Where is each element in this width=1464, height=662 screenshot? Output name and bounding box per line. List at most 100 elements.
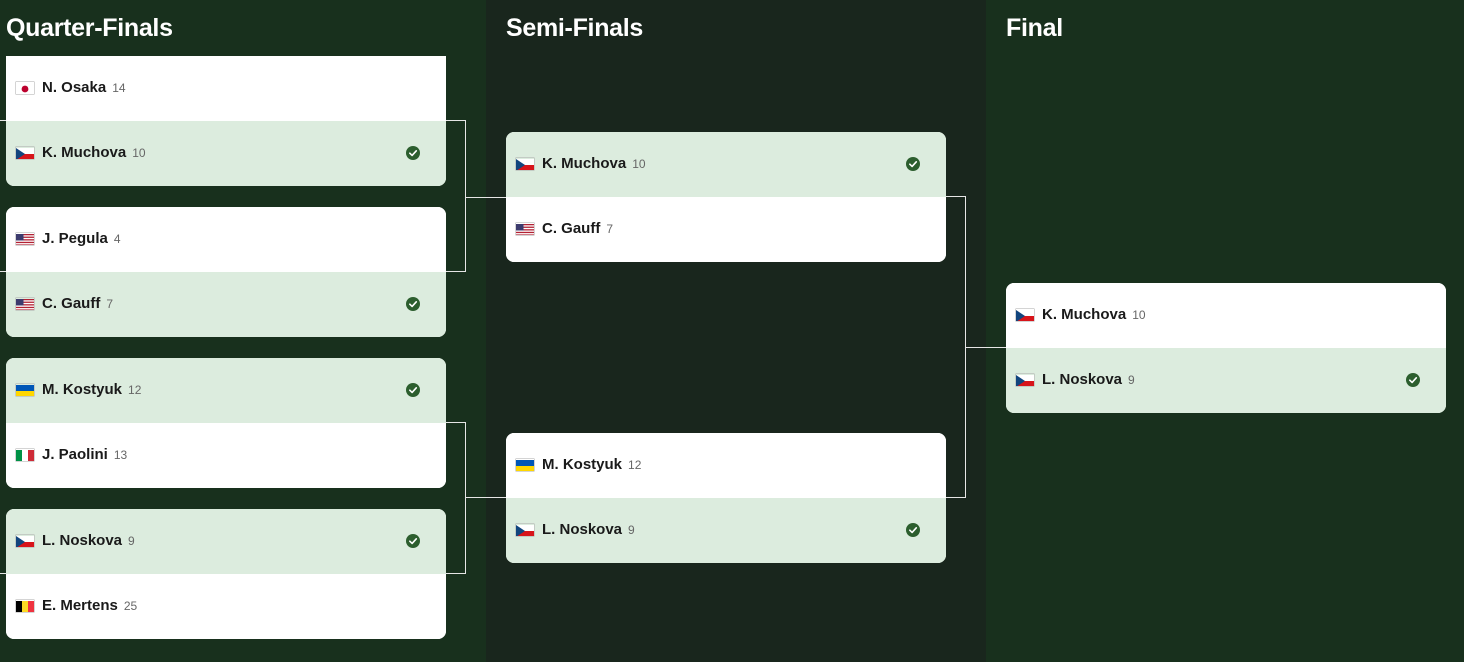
match-card-qf1[interactable]: N. Osaka 14 K. Muchova 10 — [6, 56, 446, 186]
player-name: K. Muchova 10 — [1042, 306, 1146, 323]
match-card-sf2[interactable]: M. Kostyuk 12 L. Noskova 9 — [506, 433, 946, 563]
connector-sf2-right — [946, 497, 966, 498]
player-name-text: C. Gauff — [542, 220, 601, 237]
player-seed: 4 — [113, 232, 121, 246]
player-name-text: K. Muchova — [1042, 306, 1127, 323]
player-seed: 7 — [606, 222, 614, 236]
player-name: M. Kostyuk 12 — [542, 456, 641, 473]
player-seed: 13 — [113, 448, 128, 462]
player-name: C. Gauff 7 — [542, 220, 613, 237]
winner-check-icon — [406, 534, 420, 548]
connector-qf2-right — [446, 271, 466, 272]
connector-qf1-right — [446, 120, 466, 121]
player-row[interactable]: K. Muchova 10 — [6, 121, 446, 186]
player-seed: 9 — [628, 523, 635, 537]
player-name: L. Noskova 9 — [42, 532, 135, 549]
player-name-text: J. Pegula — [42, 230, 108, 247]
winner-check-icon — [406, 383, 420, 397]
connector-qf12-vertical — [465, 120, 466, 272]
player-name: N. Osaka 14 — [42, 79, 126, 96]
connector-qf4-right — [446, 573, 466, 574]
italy-flag-icon — [16, 449, 34, 461]
player-seed: 9 — [1128, 373, 1135, 387]
player-name-text: E. Mertens — [42, 597, 118, 614]
player-name-text: K. Muchova — [542, 155, 627, 172]
player-name-text: M. Kostyuk — [42, 381, 123, 398]
czech-flag-icon — [516, 158, 534, 170]
connector-qf34-vertical — [465, 422, 466, 574]
player-name: J. Pegula 4 — [42, 230, 121, 247]
quarter-finals-title: Quarter-Finals — [6, 14, 173, 42]
winner-check-icon — [406, 297, 420, 311]
player-seed: 14 — [112, 81, 126, 95]
player-seed: 10 — [1132, 308, 1146, 322]
match-card-sf1[interactable]: K. Muchova 10 C. Gauff 7 — [506, 132, 946, 262]
player-name: C. Gauff 7 — [42, 295, 113, 312]
winner-check-icon — [406, 146, 420, 160]
connector-qf3-right — [446, 422, 466, 423]
connector-to-sf2 — [466, 497, 506, 498]
czech-flag-icon — [16, 147, 34, 159]
semi-finals-title: Semi-Finals — [506, 14, 644, 42]
connector-to-sf1 — [466, 197, 506, 198]
usa-flag-icon — [16, 298, 34, 310]
player-name: E. Mertens 25 — [42, 597, 137, 614]
usa-flag-icon — [516, 223, 534, 235]
connector-qf2-left — [0, 271, 6, 272]
czech-flag-icon — [1016, 374, 1034, 386]
player-seed: 9 — [128, 534, 135, 548]
czech-flag-icon — [1016, 309, 1034, 321]
connector-to-final — [966, 347, 1006, 348]
player-row[interactable]: M. Kostyuk 12 — [506, 433, 946, 498]
player-name: K. Muchova 10 — [542, 155, 646, 172]
player-row[interactable]: L. Noskova 9 — [506, 498, 946, 563]
player-name: L. Noskova 9 — [1042, 371, 1135, 388]
player-name: L. Noskova 9 — [542, 521, 635, 538]
winner-check-icon — [1406, 373, 1420, 387]
winner-check-icon — [906, 523, 920, 537]
player-name-text: L. Noskova — [1042, 371, 1123, 388]
player-row[interactable]: L. Noskova 9 — [1006, 348, 1446, 413]
player-name-text: L. Noskova — [542, 521, 623, 538]
player-seed: 10 — [632, 157, 646, 171]
player-name-text: J. Paolini — [42, 446, 108, 463]
connector-sf1-right — [946, 196, 966, 197]
player-row[interactable]: M. Kostyuk 12 — [6, 358, 446, 423]
player-name-text: K. Muchova — [42, 144, 127, 161]
match-card-qf4[interactable]: L. Noskova 9 E. Mertens 25 — [6, 509, 446, 639]
match-card-final[interactable]: K. Muchova 10 L. Noskova 9 — [1006, 283, 1446, 413]
player-row[interactable]: K. Muchova 10 — [1006, 283, 1446, 348]
player-name-text: N. Osaka — [42, 79, 107, 96]
player-row[interactable]: L. Noskova 9 — [6, 509, 446, 574]
player-row[interactable]: J. Paolini 13 — [6, 423, 446, 488]
player-name-text: M. Kostyuk — [542, 456, 623, 473]
ukraine-flag-icon — [16, 384, 34, 396]
connector-qf4-left — [0, 573, 6, 574]
player-seed: 12 — [128, 383, 142, 397]
player-row[interactable]: E. Mertens 25 — [6, 574, 446, 639]
ukraine-flag-icon — [516, 459, 534, 471]
match-card-qf2[interactable]: J. Pegula 4 C. Gauff 7 — [6, 207, 446, 337]
player-name-text: L. Noskova — [42, 532, 123, 549]
player-seed: 25 — [123, 599, 138, 613]
player-row[interactable]: K. Muchova 10 — [506, 132, 946, 197]
player-row[interactable]: J. Pegula 4 — [6, 207, 446, 272]
match-card-qf3[interactable]: M. Kostyuk 12 J. Paolini 13 — [6, 358, 446, 488]
player-name: J. Paolini 13 — [42, 446, 127, 463]
player-seed: 7 — [106, 297, 114, 311]
final-title: Final — [1006, 14, 1063, 42]
player-seed: 10 — [132, 146, 146, 160]
player-name: M. Kostyuk 12 — [42, 381, 141, 398]
czech-flag-icon — [16, 535, 34, 547]
player-seed: 12 — [628, 458, 642, 472]
czech-flag-icon — [516, 524, 534, 536]
japan-flag-icon — [16, 82, 34, 94]
connector-sf-vertical — [965, 196, 966, 498]
player-row[interactable]: N. Osaka 14 — [6, 56, 446, 121]
usa-flag-icon — [16, 233, 34, 245]
player-row[interactable]: C. Gauff 7 — [6, 272, 446, 337]
player-name-text: C. Gauff — [42, 295, 101, 312]
player-row[interactable]: C. Gauff 7 — [506, 197, 946, 262]
player-name: K. Muchova 10 — [42, 144, 146, 161]
winner-check-icon — [906, 157, 920, 171]
